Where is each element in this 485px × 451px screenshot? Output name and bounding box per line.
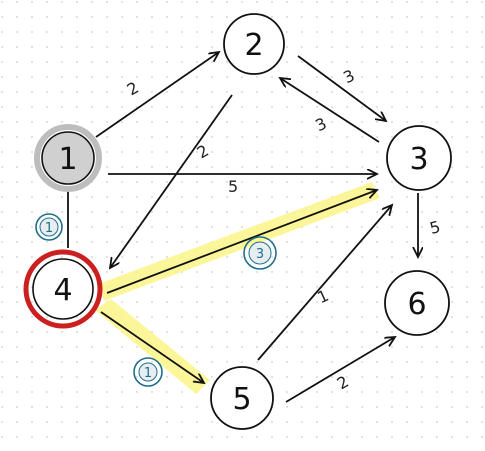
node-2-label: 2	[244, 28, 263, 63]
node-1-label: 1	[58, 142, 77, 177]
node-3-label: 3	[409, 142, 428, 177]
badge-4-5-label: 1	[144, 366, 152, 381]
badge-4-5: 1	[133, 357, 163, 387]
weight-3-6: 5	[428, 217, 443, 238]
node-1[interactable]: 1	[34, 124, 102, 192]
weight-layer: 2 2 5 3 3 5 1 2	[124, 66, 443, 394]
node-layer: 1 2 3 4 5 6	[23, 13, 452, 430]
weight-1-3: 5	[228, 177, 238, 196]
badge-layer: 1 3 1	[35, 213, 277, 387]
badge-1-4-label: 1	[45, 221, 53, 236]
edge-5-3	[257, 205, 392, 361]
badge-4-3-label: 3	[256, 247, 264, 262]
node-4[interactable]: 4	[23, 249, 103, 329]
node-6[interactable]: 6	[384, 270, 450, 336]
edge-3-2	[280, 78, 380, 143]
edge-layer	[67, 52, 418, 403]
badge-4-3: 3	[243, 236, 277, 270]
node-2[interactable]: 2	[223, 13, 285, 75]
edge-2-3	[297, 55, 386, 121]
node-5[interactable]: 5	[210, 366, 274, 430]
node-4-label: 4	[53, 273, 72, 308]
highlight-4-3	[98, 182, 380, 301]
edge-1-2	[95, 52, 219, 138]
node-3[interactable]: 3	[386, 125, 452, 191]
badge-1-4: 1	[35, 213, 63, 241]
node-5-label: 5	[232, 382, 251, 417]
edge-4-5	[100, 311, 204, 383]
edge-5-6	[285, 337, 395, 403]
edge-2-4	[110, 94, 233, 268]
edge-4-3	[106, 190, 377, 294]
node-6-label: 6	[407, 287, 426, 322]
